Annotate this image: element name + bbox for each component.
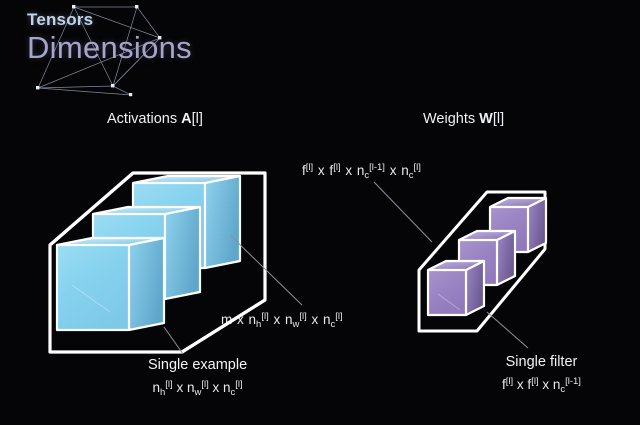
caption-single-filter-title: Single filter <box>505 354 578 370</box>
heading-activations-suffix: [l] <box>191 111 203 127</box>
slide-kicker: Tensors <box>27 10 94 29</box>
heading-weights-symbol: W <box>479 111 493 127</box>
caption-single-example: Single example nh[l] x nw[l] x nc[l] <box>148 356 247 402</box>
weights-cube-back <box>488 196 548 254</box>
caption-single-filter-formula: f[l] x f[l] x nc[l-1] <box>502 376 581 395</box>
heading-weights-prefix: Weights <box>423 111 480 127</box>
heading-activations-prefix: Activations <box>107 111 182 127</box>
title-block: Tensors Dimensions <box>27 10 192 66</box>
weights-cube-front <box>426 259 486 317</box>
formula-weights-dimensions: f[l] x f[l] x nc[l-1] x nc[l] <box>302 162 421 181</box>
heading-activations: Activations A[l] <box>107 111 203 127</box>
heading-weights-suffix: [l] <box>492 111 505 127</box>
weights-container-outline <box>417 190 547 333</box>
caption-single-example-title: Single example <box>148 357 248 373</box>
formula-activations-dimensions: m x nh[l] x nw[l] x nc[l] <box>221 311 343 330</box>
weights-filter-stack <box>426 196 548 317</box>
activations-cube-front <box>55 236 166 332</box>
heading-weights: Weights W[l] <box>423 111 504 127</box>
caption-single-example-formula: nh[l] x nw[l] x nc[l] <box>152 379 243 398</box>
caption-single-filter: Single filter f[l] x f[l] x nc[l-1] <box>502 353 581 399</box>
page-title: Dimensions <box>27 30 192 65</box>
heading-activations-symbol: A <box>181 111 192 127</box>
activations-tensor-stack <box>55 174 242 332</box>
